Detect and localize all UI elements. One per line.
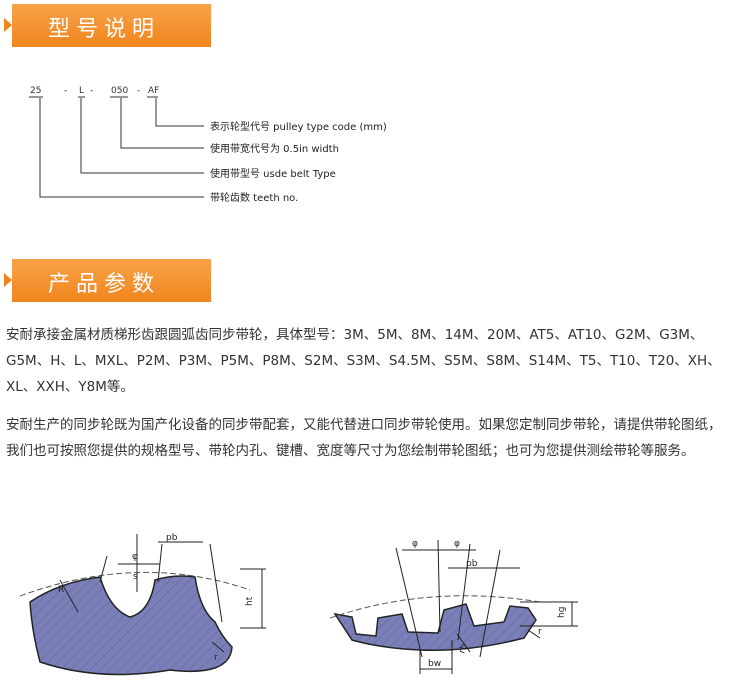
- code-dash-1: -: [64, 86, 67, 96]
- dim-phi: φ: [132, 552, 138, 562]
- paragraph-models: 安耐承接金属材质梯形齿跟圆弧齿同步带轮，具体型号：3M、5M、8M、14M、20…: [6, 327, 721, 395]
- tooth-profile-drawings: pb φ s R ht r φ φ pb hg r: [19, 533, 578, 676]
- section-title: 型号说明: [48, 17, 161, 42]
- label-belt-type: 使用带型号 usde belt Type: [210, 167, 336, 180]
- dim-r: r: [214, 653, 218, 663]
- code-width: 050: [111, 86, 128, 96]
- dim-hg: hg: [557, 607, 567, 618]
- dim-phi-left: φ: [412, 539, 418, 549]
- dim-s: s: [133, 572, 138, 582]
- trapezoid-tooth-profile: φ φ pb hg r rb bw: [329, 539, 578, 674]
- section-banner-model: 型号说明: [4, 4, 211, 47]
- label-width: 使用带宽代号为 0.5in width: [210, 142, 339, 155]
- dim-R: R: [58, 585, 64, 595]
- dim-ht: ht: [245, 596, 255, 606]
- code-pulley-type: AF: [148, 86, 159, 96]
- paragraph-service: 安耐生产的同步轮既为国产化设备的同步带配套，又能代替进口同步带轮使用。如果您定制…: [6, 417, 722, 459]
- section-banner-params: 产品参数: [4, 259, 211, 302]
- arc-tooth-profile: pb φ s R ht r: [19, 533, 266, 676]
- code-teeth: 25: [30, 86, 41, 96]
- dim-bw: bw: [428, 659, 441, 669]
- label-teeth: 带轮齿数 teeth no.: [210, 191, 298, 204]
- dim-pb: pb: [166, 533, 178, 543]
- dim-r: r: [538, 627, 542, 637]
- code-dash-2: -: [90, 86, 93, 96]
- dim-pb: pb: [466, 559, 478, 569]
- section-title: 产品参数: [48, 272, 161, 297]
- banner-tab-marker: [4, 259, 12, 302]
- dim-phi-right: φ: [454, 539, 460, 549]
- label-pulley-type: 表示轮型代号 pulley type code (mm): [210, 120, 387, 133]
- code-dash-3: -: [137, 86, 140, 96]
- banner-tab-marker: [4, 4, 12, 47]
- code-belt-type: L: [79, 86, 84, 96]
- model-code-diagram: 25 - L - 050 - AF 表示轮型代号 pulley type cod…: [29, 86, 387, 204]
- dim-rb: rb: [457, 642, 470, 655]
